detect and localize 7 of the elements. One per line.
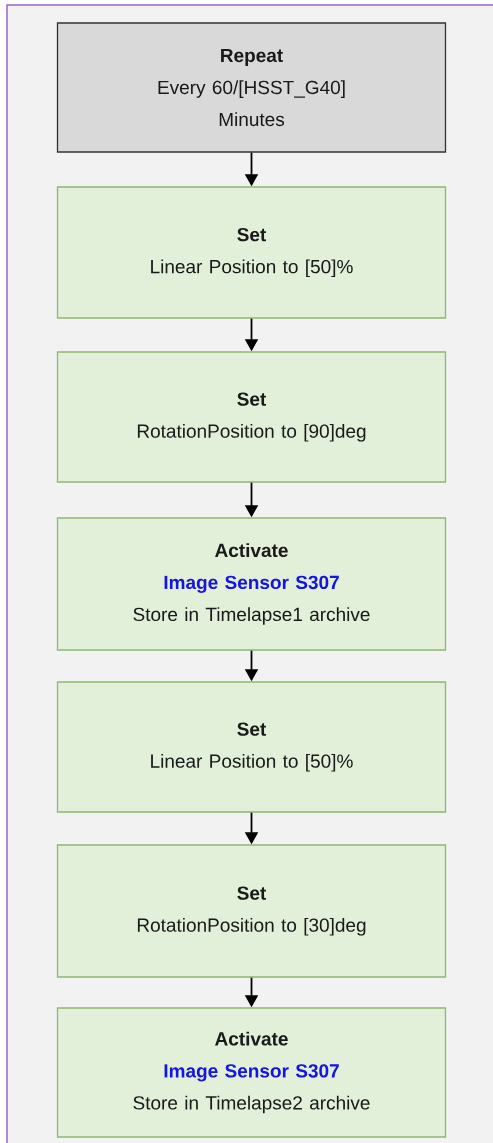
process-box: Set RotationPosition to [30]deg — [56, 844, 447, 978]
process-box: Activate Image Sensor S307 Store in Timelapse2 archive — [56, 1007, 447, 1138]
process-box: Activate Image Sensor S307 Store in Timelapse1 archive — [56, 517, 447, 651]
process-box: Set Linear Position to [50]% — [56, 681, 447, 813]
process-box: Set Linear Position to [50]% — [56, 186, 447, 319]
repeat-box: Repeat Every 60/[HSST_G40] Minutes — [56, 22, 447, 153]
process-box: Set RotationPosition to [90]deg — [56, 351, 447, 483]
